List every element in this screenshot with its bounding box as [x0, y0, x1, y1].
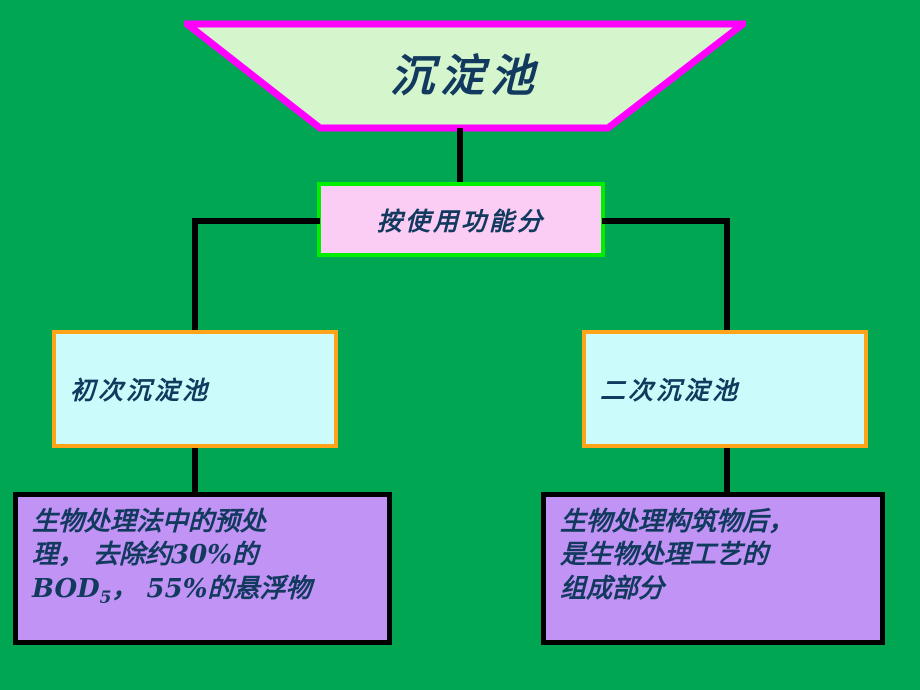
description-box-primary[interactable]: 生物处理法中的预处 理， 去除约30%的 BOD5， 55%的悬浮物 — [13, 492, 392, 645]
branch-box-primary[interactable]: 初次沉淀池 — [52, 330, 338, 448]
criteria-label: 按使用功能分 — [376, 206, 545, 236]
description-text-primary: 生物处理法中的预处 理， 去除约30%的 BOD5， 55%的悬浮物 — [32, 506, 311, 609]
connector-criteria-left-vertical — [192, 218, 198, 332]
description-line-3-tail: ， 55%的悬浮物 — [111, 573, 312, 604]
criteria-box[interactable]: 按使用功能分 — [317, 182, 605, 257]
title-trapezoid-shape — [184, 20, 746, 132]
description-box-secondary[interactable]: 生物处理构筑物后， 是生物处理工艺的 组成部分 — [541, 492, 885, 645]
trapezoid-svg — [184, 20, 746, 132]
connector-secondary-to-description — [724, 448, 730, 494]
description-line-3: 组成部分 — [560, 573, 665, 604]
branch-label-primary: 初次沉淀池 — [70, 376, 211, 405]
trapezoid-polygon — [184, 20, 746, 132]
connector-criteria-left-horizontal — [192, 218, 320, 224]
description-line-2: 是生物处理工艺的 — [560, 540, 769, 571]
description-text-secondary: 生物处理构筑物后， 是生物处理工艺的 组成部分 — [560, 506, 794, 606]
description-line-1: 生物处理法中的预处 — [32, 507, 267, 537]
description-line-3: BOD5， 55%的悬浮物 — [32, 573, 311, 610]
branch-box-secondary[interactable]: 二次沉淀池 — [582, 330, 868, 448]
connector-criteria-right-horizontal — [602, 218, 730, 224]
connector-primary-to-description — [192, 448, 198, 494]
description-line-2: 理， 去除约30%的 — [32, 540, 258, 571]
connector-criteria-right-vertical — [724, 218, 730, 332]
branch-label-secondary: 二次沉淀池 — [600, 376, 741, 405]
description-line-1: 生物处理构筑物后， — [560, 507, 795, 537]
description-line-3-subscript: 5 — [99, 587, 112, 608]
description-line-3-head: BOD — [32, 573, 100, 604]
connector-title-to-criteria — [457, 128, 463, 184]
